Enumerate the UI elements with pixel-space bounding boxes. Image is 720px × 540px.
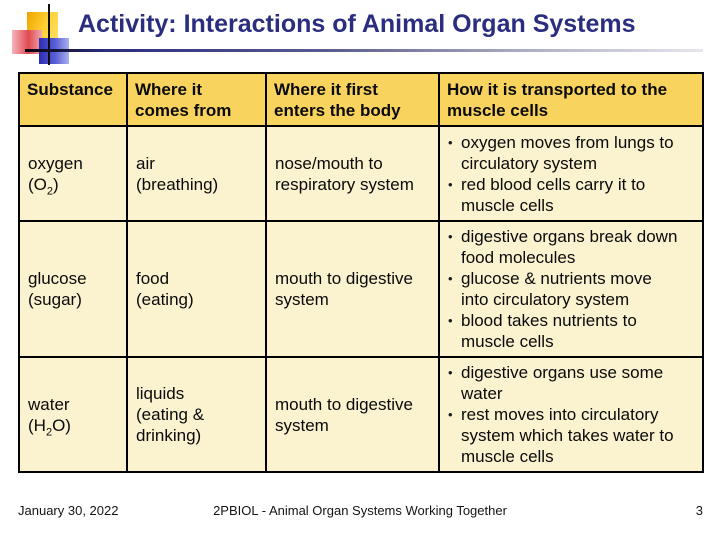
footer-date: January 30, 2022: [18, 503, 119, 518]
transport-item: digestive organs use some water: [446, 362, 698, 404]
cell-transport: digestive organs break down food molecul…: [438, 220, 704, 358]
substance-formula: (O2): [28, 174, 59, 197]
title-underline: [25, 49, 703, 52]
header-where-from: Where it comes from: [126, 72, 267, 127]
table-row-water: water (H2O) liquids (eating & drinking) …: [18, 356, 704, 473]
transport-item: rest moves into circulatory system which…: [446, 404, 698, 467]
cell-source: liquids (eating & drinking): [126, 356, 267, 473]
substance-formula: (H2O): [28, 415, 71, 438]
cell-source: air (breathing): [126, 125, 267, 222]
cell-transport: oxygen moves from lungs to circulatory s…: [438, 125, 704, 222]
slide-title: Activity: Interactions of Animal Organ S…: [78, 10, 636, 38]
transport-item: oxygen moves from lungs to circulatory s…: [446, 132, 698, 174]
footer-page-number: 3: [695, 503, 703, 518]
logo-vertical-line: [48, 4, 50, 65]
cell-substance: glucose (sugar): [18, 220, 128, 358]
transport-item: glucose & nutrients move into circulator…: [446, 268, 698, 310]
footer-presentation-title: 2PBIOL - Animal Organ Systems Working To…: [213, 503, 507, 518]
substance-name: water: [28, 394, 70, 414]
cell-entry: nose/mouth to respiratory system: [265, 125, 440, 222]
transport-list: digestive organs use some water rest mov…: [446, 362, 698, 467]
cell-entry: mouth to digestive system: [265, 220, 440, 358]
transport-list: oxygen moves from lungs to circulatory s…: [446, 132, 698, 216]
table-row-glucose: glucose (sugar) food (eating) mouth to d…: [18, 220, 704, 358]
transport-item: blood takes nutrients to muscle cells: [446, 310, 698, 352]
cell-source: food (eating): [126, 220, 267, 358]
table-header-row: Substance Where it comes from Where it f…: [18, 72, 704, 127]
header-substance: Substance: [18, 72, 128, 127]
cell-substance: water (H2O): [18, 356, 128, 473]
cell-entry: mouth to digestive system: [265, 356, 440, 473]
organ-systems-table: Substance Where it comes from Where it f…: [18, 72, 704, 473]
substance-formula: (sugar): [28, 290, 82, 309]
table-row-oxygen: oxygen (O2) air (breathing) nose/mouth t…: [18, 125, 704, 222]
substance-name: oxygen: [28, 153, 83, 173]
cell-transport: digestive organs use some water rest mov…: [438, 356, 704, 473]
transport-item: digestive organs break down food molecul…: [446, 226, 698, 268]
header-where-enters: Where it first enters the body: [265, 72, 440, 127]
transport-item: red blood cells carry it to muscle cells: [446, 174, 698, 216]
transport-list: digestive organs break down food molecul…: [446, 226, 698, 352]
header-how-transported: How it is transported to the muscle cell…: [438, 72, 704, 127]
cell-substance: oxygen (O2): [18, 125, 128, 222]
substance-name: glucose: [28, 269, 87, 288]
